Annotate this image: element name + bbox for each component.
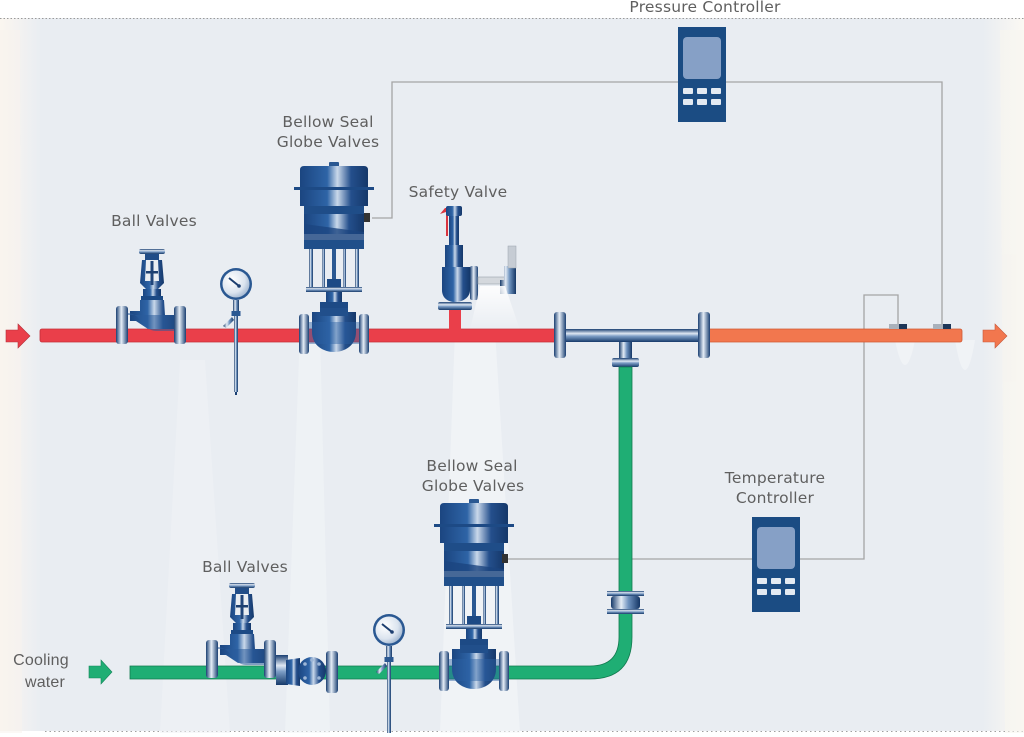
- pressure-sensor: [933, 324, 951, 329]
- safety-valve-label: Safety Valve: [408, 183, 508, 201]
- pressure-signal-line: [372, 81, 943, 325]
- pressure-controller-label: Pressure Controller: [629, 0, 781, 16]
- bellow-top-label-line2: Globe Valves: [276, 133, 380, 151]
- temperature-signal-line: [506, 294, 899, 560]
- union-flange: [607, 591, 644, 614]
- temperature-controller-label-line1: Temperature: [724, 469, 826, 487]
- tee-flange-right: [698, 312, 710, 358]
- ball-valves-bottom-label: Ball Valves: [202, 558, 288, 576]
- temperature-controller[interactable]: [752, 517, 800, 612]
- bellow-valve-top-signal-port: [364, 213, 370, 222]
- strainer[interactable]: [276, 651, 338, 693]
- cooling-water-label-line1: Cooling: [13, 652, 69, 669]
- safety-valve[interactable]: [438, 206, 520, 330]
- outlet-pipe: [707, 328, 963, 343]
- tee-flange-left: [554, 312, 566, 358]
- temperature-sensor: [889, 324, 907, 329]
- bellow-top-label-line1: Bellow Seal: [282, 113, 374, 131]
- tee-pipe: [560, 329, 706, 342]
- outlet-arrow-icon: [982, 323, 1008, 349]
- signal-lines: [372, 81, 943, 560]
- bellow-valve-bottom-signal-port: [502, 554, 508, 563]
- temperature-controller-label-line2: Controller: [735, 489, 815, 507]
- cooling-pipe: [129, 366, 633, 680]
- inlet-arrow-hot-icon: [5, 323, 31, 349]
- bellow-bottom-label-line2: Globe Valves: [421, 477, 525, 495]
- bellow-bottom-label-line1: Bellow Seal: [426, 457, 518, 475]
- tee-branch: [619, 342, 632, 360]
- inlet-arrow-cooling-icon: [88, 659, 113, 685]
- tee-branch-flange: [612, 358, 639, 367]
- pressure-controller[interactable]: [678, 27, 726, 122]
- ball-valves-top-label: Ball Valves: [111, 212, 197, 230]
- cooling-water-label-line2: water: [24, 674, 66, 691]
